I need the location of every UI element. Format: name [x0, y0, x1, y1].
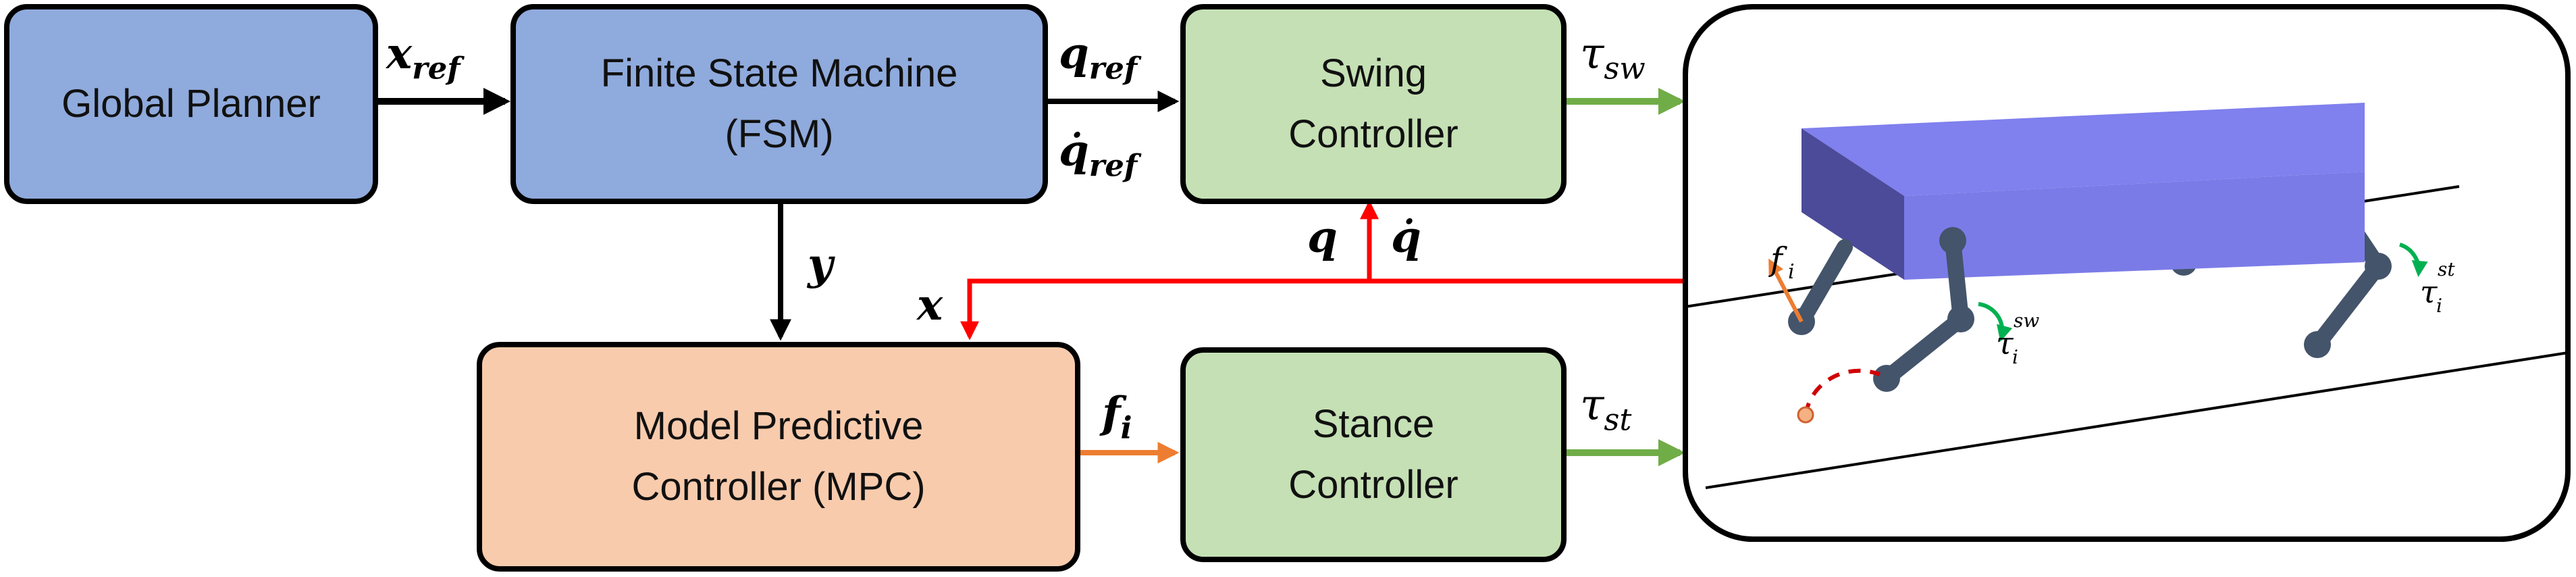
- label-qdot-ref: q̇ref: [1059, 126, 1138, 184]
- label-f-i: fi: [1102, 388, 1132, 446]
- robot-body-top: [1802, 103, 2365, 196]
- front-leg-joints: [1788, 227, 1974, 392]
- global-planner-block: Global Planner: [4, 4, 378, 204]
- swing-foot-target: [1797, 406, 1814, 424]
- label-q-ref: qref: [1059, 28, 1138, 86]
- robot-body-front: [1904, 172, 2365, 280]
- robot-label-f-sub: i: [1788, 260, 1795, 284]
- mpc-block: Model Predictive Controller (MPC): [477, 342, 1080, 572]
- robot-label-tau-sw: τ: [1996, 325, 2014, 361]
- label-tau-sw: τsw: [1580, 29, 1646, 86]
- label-tau-st: τst: [1580, 380, 1632, 438]
- label-qdot: q̇: [1391, 212, 1421, 263]
- robot-label-tau-st-sup: st: [2438, 258, 2455, 280]
- arrow-state-feedback-to-mpc: [960, 278, 1683, 341]
- terrain-line-lower: [1705, 351, 2569, 489]
- robot-label-tau-st-sub: i: [2436, 295, 2442, 317]
- robot-body-side: [1802, 128, 1904, 280]
- contact-force-arrow: [1768, 258, 1804, 323]
- stance-torque-arrow: [2398, 243, 2428, 277]
- fsm-block: Finite State Machine (FSM): [510, 4, 1048, 204]
- robot-label-tau-st: τ: [2420, 274, 2438, 310]
- robot-label-tau-sw-sub: i: [2012, 346, 2018, 368]
- label-q: q: [1307, 212, 1338, 263]
- swing-trajectory: [1804, 368, 1881, 416]
- label-x: x: [917, 280, 943, 330]
- robot-illustration: f i τ i sw τ i st: [1683, 4, 2571, 542]
- label-y: y: [808, 239, 833, 290]
- stance-controller-block: Stance Controller: [1180, 347, 1567, 562]
- robot-panel-frame: [1683, 4, 2571, 542]
- label-x-ref: xref: [386, 28, 461, 86]
- swing-controller-block: Swing Controller: [1180, 4, 1567, 204]
- swing-torque-arrow: [1978, 302, 2013, 342]
- robot-label-tau-sw-sup: sw: [2014, 309, 2039, 332]
